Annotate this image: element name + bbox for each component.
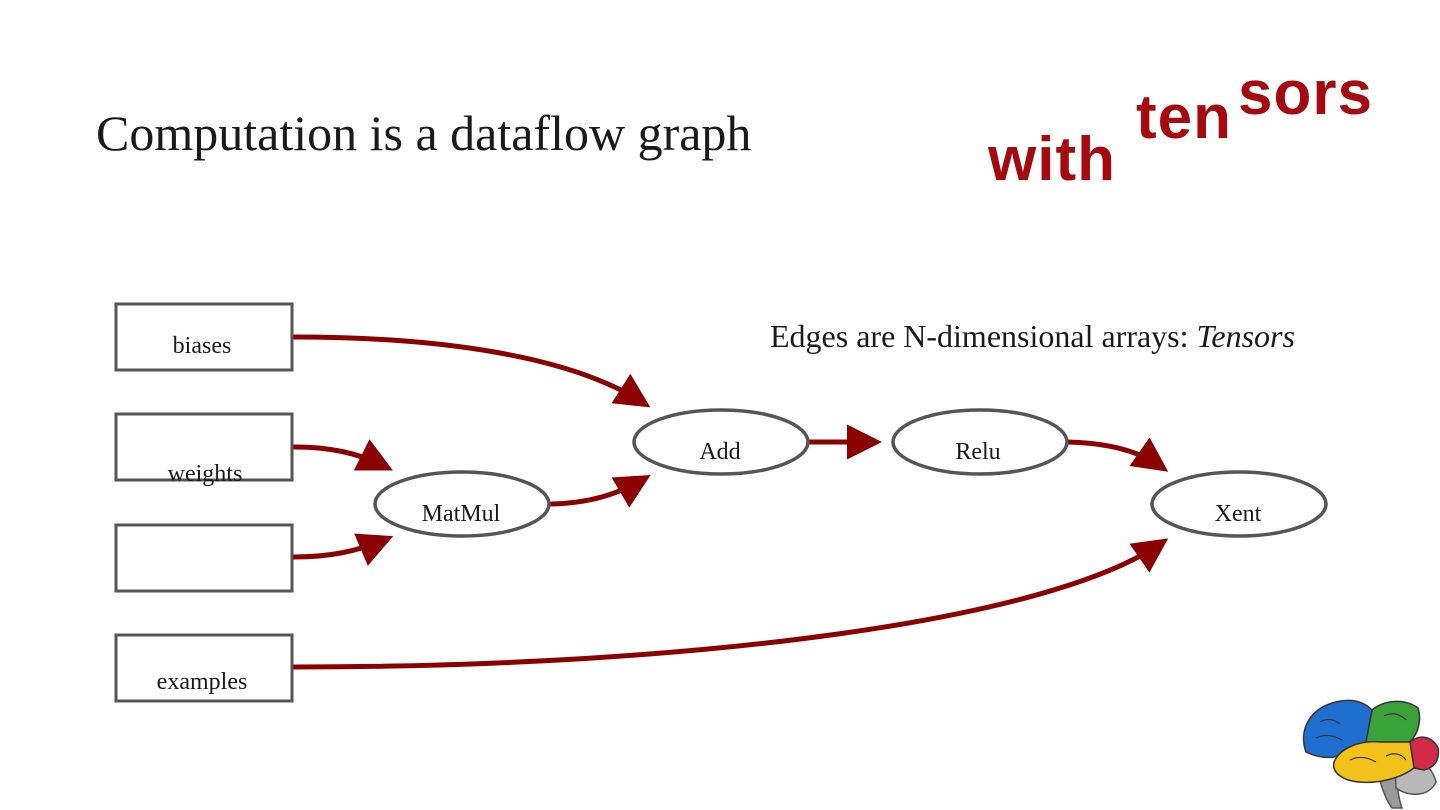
op-label-matmul: MatMul: [422, 501, 501, 527]
input-nodes: biases weights examples: [116, 304, 292, 701]
edge-biases-to-add: [294, 337, 642, 402]
op-nodes: Add Relu MatMul Xent: [375, 410, 1326, 536]
input-label-biases: biases: [173, 333, 232, 359]
op-node-relu: Relu: [893, 410, 1067, 474]
op-label-relu: Relu: [955, 439, 1000, 465]
op-node-matmul: MatMul: [375, 472, 549, 536]
input-node-weights: weights: [116, 414, 292, 487]
edge-examples-to-xent: [294, 544, 1160, 667]
op-label-xent: Xent: [1215, 501, 1262, 527]
input-label-weights: weights: [168, 461, 243, 487]
op-node-add: Add: [634, 410, 808, 474]
brain-icon: [1304, 700, 1439, 808]
edge-matmul-to-add: [552, 480, 642, 504]
op-node-xent: Xent: [1152, 472, 1326, 536]
edge-weights-to-matmul: [294, 447, 384, 466]
input-label-examples: examples: [157, 669, 248, 695]
input-node-biases: biases: [116, 304, 292, 370]
edge-input-to-matmul: [294, 540, 384, 557]
edge-relu-to-xent: [1068, 442, 1160, 466]
op-label-add: Add: [699, 439, 740, 465]
input-node-unlabeled: [116, 525, 292, 591]
input-node-examples: examples: [116, 635, 292, 701]
